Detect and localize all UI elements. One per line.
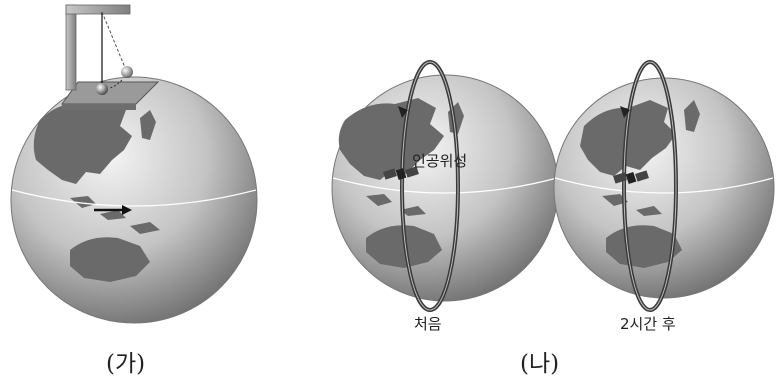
satellite-initial	[383, 166, 419, 180]
southeast-asia-islands	[70, 196, 160, 234]
panel-na-after	[553, 60, 775, 312]
pendulum-bob-swung	[121, 66, 133, 78]
japan-landmass	[684, 100, 700, 132]
orbit-direction-arrow	[398, 106, 408, 118]
satellite-after	[613, 170, 649, 184]
pendulum-bob	[96, 83, 108, 95]
asia-landmass	[580, 100, 676, 176]
asia-landmass	[338, 98, 444, 180]
equator-line-ga	[11, 189, 257, 207]
caption-after-2h: 2시간 후	[620, 315, 676, 333]
equator-line-na-initial	[332, 177, 558, 194]
swing-direction-arrow	[109, 79, 123, 89]
satellite-label: 인공위성	[412, 152, 468, 170]
pendulum-frame-arm	[65, 4, 131, 15]
southeast-asia-islands	[602, 194, 662, 216]
japan-landmass	[140, 110, 156, 140]
pendulum-string-swung	[101, 11, 127, 71]
caption-initial: 처음	[414, 315, 442, 333]
panel-ga	[10, 4, 258, 324]
asia-landmass	[33, 100, 132, 184]
pendulum-frame-post	[65, 4, 77, 91]
panel-label-ga: (가)	[106, 351, 146, 377]
panel-na-initial	[331, 60, 559, 312]
panel-label-na: (나)	[520, 351, 560, 377]
equator-line-na-after	[554, 177, 774, 194]
orbit-ring-after-highlight	[623, 61, 677, 311]
australia-landmass	[70, 237, 150, 282]
pendulum-platform-edge	[62, 104, 136, 110]
orbit-ring-initial-highlight	[401, 61, 459, 311]
motion-arrow-head	[122, 205, 132, 215]
southeast-asia-islands	[366, 194, 426, 216]
orbit-direction-arrow	[620, 106, 630, 118]
